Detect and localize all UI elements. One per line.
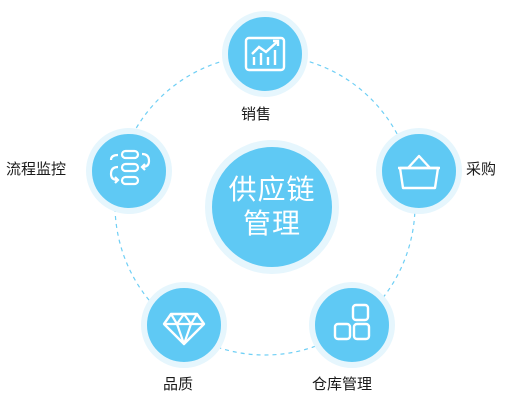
node-warehouse xyxy=(309,282,395,368)
label-process: 流程监控 xyxy=(6,160,67,178)
center-title-line1: 供应链 xyxy=(228,173,316,206)
center-title-line2: 管理 xyxy=(242,207,301,240)
node-purchase xyxy=(376,128,462,214)
node-sales xyxy=(222,11,308,97)
label-purchase: 采购 xyxy=(466,160,497,178)
node-quality xyxy=(141,282,227,368)
flow-cycle-icon xyxy=(109,149,151,186)
bar-chart-trend-icon xyxy=(244,36,286,72)
center-hub: 供应链 管理 xyxy=(205,140,339,274)
label-warehouse: 仓库管理 xyxy=(312,375,373,393)
diamond-icon xyxy=(162,312,206,346)
basket-icon xyxy=(398,154,440,190)
label-quality: 品质 xyxy=(163,375,194,393)
node-process xyxy=(86,128,172,214)
label-sales: 销售 xyxy=(241,105,272,123)
blocks-icon xyxy=(333,303,371,341)
